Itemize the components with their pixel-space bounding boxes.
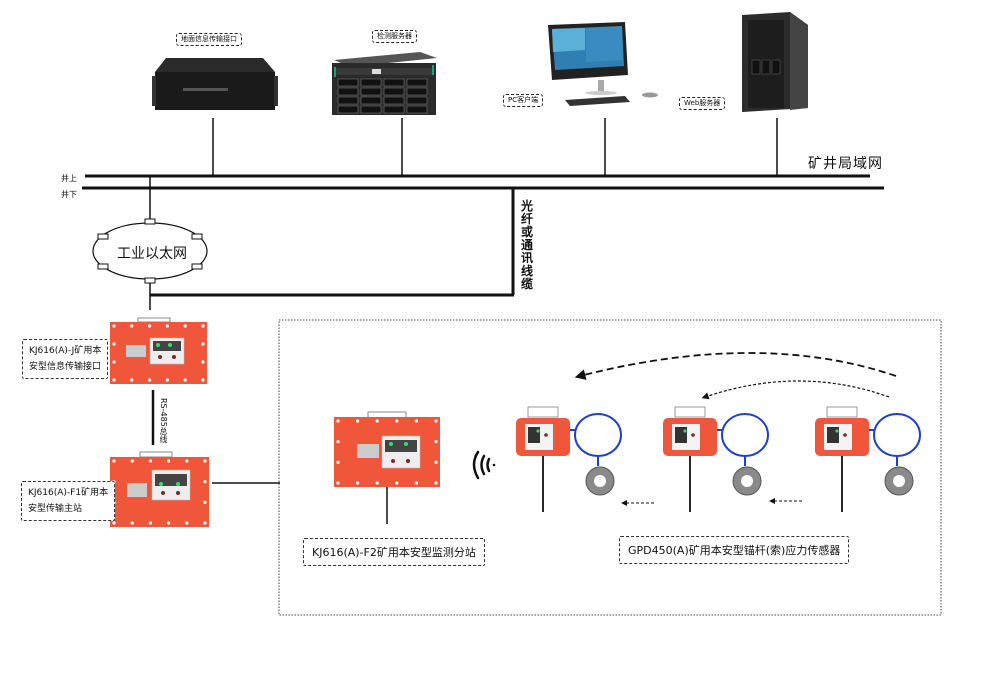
- wireless-signal-icon: [472, 450, 496, 480]
- interface-device-label: KJ616(A)-J矿用本 安型信息传输接口: [22, 339, 109, 379]
- main-station-label-line2: 安型传输主站: [28, 504, 83, 514]
- fiber-cable-label: 光纤或通讯线缆: [521, 199, 534, 291]
- ring-node: [144, 277, 156, 284]
- ring-node: [97, 233, 109, 240]
- anchor-stress-sensor: [815, 406, 921, 512]
- relay-arrow-short: [701, 380, 890, 400]
- sensor-label: GPD450(A)矿用本安型锚杆(索)应力传感器: [619, 536, 850, 564]
- pc-client-device: [548, 22, 658, 106]
- ring-node: [144, 218, 156, 225]
- monitor-server-device: [332, 52, 437, 115]
- web-server-label: Web服务器: [679, 97, 726, 110]
- sensor-cable-loop: [721, 413, 769, 457]
- main-station-box: [110, 451, 209, 527]
- sensor-cable-loop: [574, 413, 622, 457]
- main-station-label: KJ616(A)-F1矿用本 安型传输主站: [21, 481, 116, 521]
- interface-device-box: [110, 317, 207, 384]
- below-ground-label: 井下: [61, 190, 77, 199]
- interface-device-label-line1: KJ616(A)-J矿用本: [29, 346, 102, 356]
- substation-label: KJ616(A)-F2矿用本安型监测分站: [303, 538, 485, 566]
- monitor-server-label: 检测服务器: [372, 30, 417, 43]
- above-ground-label: 井上: [61, 174, 77, 183]
- sensor-cable-loop: [873, 413, 921, 457]
- ring-node: [191, 233, 203, 240]
- ring-node: [191, 263, 203, 270]
- main-station-label-line1: KJ616(A)-F1矿用本: [28, 488, 109, 498]
- anchor-stress-sensor: [516, 406, 622, 512]
- anchor-stress-sensor: [663, 406, 769, 512]
- ethernet-ring-label: 工业以太网: [117, 246, 187, 262]
- substation-zone-border: [278, 319, 942, 616]
- substation-box: [334, 411, 440, 524]
- relay-arrow-long: [574, 352, 897, 380]
- web-server-device: [742, 12, 808, 112]
- mine-lan-label: 矿井局域网: [808, 156, 883, 172]
- interface-device-label-line2: 安型信息传输接口: [29, 362, 102, 372]
- ground-interface-label: 地面信息传输接口: [176, 33, 242, 46]
- pc-client-label: PC客户端: [503, 94, 544, 107]
- rs485-bus-label: RS-485总线: [159, 398, 168, 443]
- ground-interface-device: [152, 58, 278, 110]
- ring-node: [97, 263, 109, 270]
